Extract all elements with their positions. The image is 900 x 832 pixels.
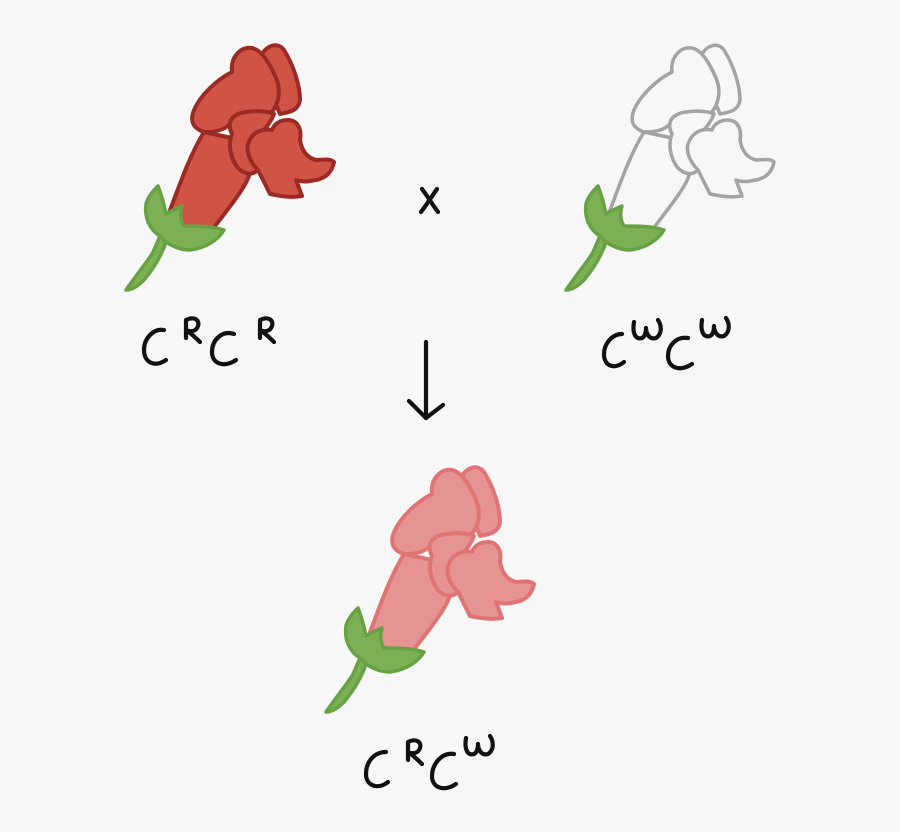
genotype-label-white-parent: CᵂCᵂ (600, 310, 750, 390)
white-snapdragon-flower (560, 40, 790, 300)
petals-pink (362, 465, 536, 655)
pink-snapdragon-flower (320, 462, 550, 722)
down-arrow-icon: ↓ (406, 338, 446, 424)
petals-red (162, 43, 336, 233)
red-snapdragon-flower (120, 40, 350, 300)
genotype-label-red-parent: CᴿCᴿ (138, 308, 288, 388)
cross-symbol: x (418, 186, 442, 216)
petals-white (602, 43, 776, 233)
genotype-label-pink-offspring: CᴿCᵂ (362, 730, 512, 810)
